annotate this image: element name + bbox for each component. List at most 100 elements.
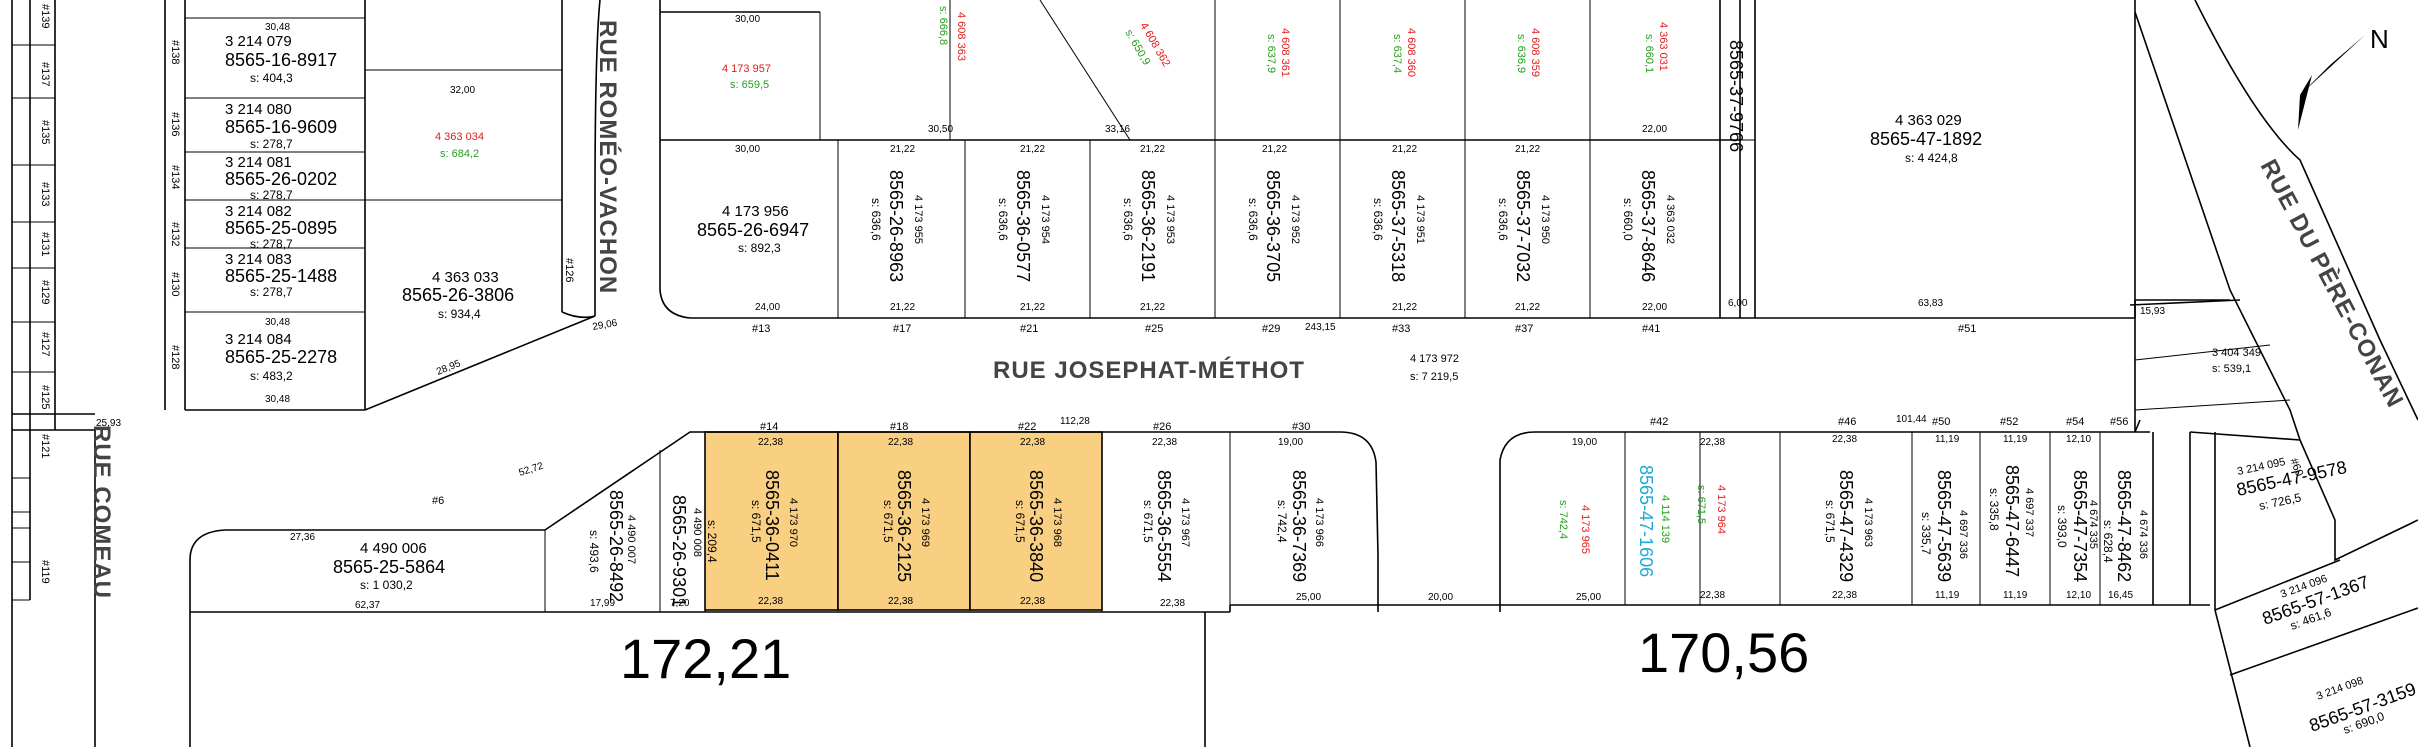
left-lot-3214083[interactable]: 3 214 083 8565-25-1488 s: 278,7 — [225, 251, 337, 299]
svg-text:8565-36-3705: 8565-36-3705 — [1263, 170, 1283, 282]
svg-text:#33: #33 — [1392, 323, 1410, 335]
svg-text:11,19: 11,19 — [1935, 590, 1960, 601]
lot-4173954[interactable]: 4 173 954 8565-36-0577 s: 636,6 #21 — [996, 170, 1051, 335]
svg-text:11,19: 11,19 — [2003, 434, 2028, 445]
left-lot-3214084[interactable]: 3 214 084 8565-25-2278 s: 483,2 — [225, 331, 337, 383]
lot-4173963[interactable]: #46 4 173 963 8565-47-4329 s: 671,5 — [1823, 416, 1874, 582]
lot-4173956[interactable]: 4 173 956 8565-26-6947 s: 892,3 #13 — [697, 203, 809, 335]
lot-3214098[interactable]: 3 214 098 8565-57-3159 s: 690,0 — [2307, 675, 2418, 737]
svg-text:4 490 006: 4 490 006 — [360, 540, 427, 557]
svg-text:s: 660,0: s: 660,0 — [1621, 198, 1635, 241]
svg-text:N: N — [2370, 24, 2389, 54]
street-comeau: RUE COMEAU — [88, 425, 115, 599]
svg-text:#21: #21 — [1020, 323, 1038, 335]
svg-text:4 490 008: 4 490 008 — [691, 508, 703, 557]
lot-4490008[interactable]: 4 490 008 8565-26-9301 s: 209,4 — [669, 495, 719, 607]
dimension-labels: 30,00 30,00 30,50 33,16 21,22 21,22 21,2… — [96, 14, 2165, 611]
lot-4697336[interactable]: #50 4 697 336 8565-47-5639 s: 335,7 — [1919, 416, 1969, 582]
lot-4173951[interactable]: 4 173 951 8565-37-5318 s: 636,6 #33 — [1371, 170, 1426, 335]
svg-text:s: 278,7: s: 278,7 — [250, 237, 293, 251]
svg-text:112,28: 112,28 — [1060, 416, 1090, 427]
svg-text:8565-26-3806: 8565-26-3806 — [402, 285, 514, 305]
svg-text:s: 636,6: s: 636,6 — [1371, 198, 1385, 241]
svg-text:s: 209,4: s: 209,4 — [705, 520, 719, 563]
svg-text:4 173 952: 4 173 952 — [1289, 195, 1301, 244]
lot-4173970[interactable]: #14 4 173 970 8565-36-0411 s: 671,5 — [749, 421, 799, 581]
svg-text:6,00: 6,00 — [1728, 298, 1748, 309]
lot-4173968[interactable]: #22 4 173 968 8565-36-3840 s: 671,5 — [1013, 421, 1063, 582]
lot-4674335[interactable]: #54 4 674 335 8565-47-7354 s: 393,0 — [2055, 416, 2099, 582]
lot-4173969[interactable]: #18 4 173 969 8565-36-2125 s: 671,5 — [881, 421, 931, 582]
svg-text:3 214 082: 3 214 082 — [225, 203, 292, 220]
svg-text:21,22: 21,22 — [1515, 302, 1540, 313]
svg-text:25,93: 25,93 — [96, 418, 121, 429]
lot-cyan-4114139[interactable]: 4 114 139 8565-47-1606 — [1636, 465, 1671, 577]
lot-8565-37-9766[interactable]: 8565-37-9766 — [1726, 40, 1746, 152]
svg-text:8565-25-1488: 8565-25-1488 — [225, 266, 337, 286]
lot-4173952[interactable]: 4 173 952 8565-36-3705 s: 636,6 #29 — [1246, 170, 1301, 335]
lot-3214095[interactable]: 3 214 095 8565-47-9578 s: 726,5 #60 — [2235, 456, 2349, 513]
svg-text:4 490 007: 4 490 007 — [625, 515, 637, 564]
svg-text:#135: #135 — [39, 120, 51, 144]
svg-text:s: 659,5: s: 659,5 — [730, 79, 769, 91]
lot-highlight-0411[interactable] — [704, 431, 839, 611]
svg-text:4 363 034: 4 363 034 — [435, 131, 484, 143]
svg-text:8565-36-3840: 8565-36-3840 — [1026, 470, 1046, 582]
lot-4363032[interactable]: 4 363 032 8565-37-8646 s: 660,0 #41 — [1621, 170, 1676, 335]
lot-3214096[interactable]: 3 214 096 8565-57-1367 s: 461,6 — [2260, 572, 2372, 633]
svg-text:#56: #56 — [2110, 416, 2128, 428]
svg-text:#136: #136 — [169, 112, 181, 136]
svg-text:8565-25-2278: 8565-25-2278 — [225, 347, 337, 367]
lot-highlight-2125[interactable] — [837, 431, 971, 611]
svg-text:#13: #13 — [752, 323, 770, 335]
svg-text:22,00: 22,00 — [1642, 302, 1667, 313]
lot-4173964[interactable]: 4 173 964 s: 671,5 — [1695, 485, 1727, 534]
svg-text:12,10: 12,10 — [2066, 590, 2091, 601]
top-strip-lot-4608359[interactable]: 4 608 359 s: 636,9 — [1515, 28, 1541, 77]
svg-text:22,38: 22,38 — [758, 596, 783, 607]
svg-text:4 697 336: 4 697 336 — [1957, 510, 1969, 559]
top-strip-lot-4608360[interactable]: 4 608 360 s: 637,4 — [1391, 28, 1417, 77]
lot-4674336[interactable]: #56 4 674 336 8565-47-8462 s: 628,4 — [2101, 416, 2149, 582]
top-strip-lot-4608361[interactable]: 4 608 361 s: 637,9 — [1265, 28, 1291, 77]
top-strip-lot-4363031[interactable]: 4 363 031 s: 660,1 — [1643, 22, 1669, 73]
lot-4363029[interactable]: 4 363 029 8565-47-1892 s: 4 424,8 #51 — [1870, 112, 1982, 335]
lot-4173967[interactable]: #26 4 173 967 8565-36-5554 s: 671,5 — [1141, 421, 1191, 582]
svg-text:s: 493,6: s: 493,6 — [587, 530, 601, 573]
left-lot-3214080[interactable]: 3 214 080 8565-16-9609 s: 278,7 — [225, 101, 337, 151]
lot-4173966[interactable]: #30 4 173 966 8565-36-7369 s: 742,4 — [1275, 421, 1325, 582]
svg-text:8565-36-0411: 8565-36-0411 — [762, 470, 782, 581]
svg-text:4 363 033: 4 363 033 — [432, 269, 499, 286]
svg-text:4 173 950: 4 173 950 — [1539, 195, 1551, 244]
lot-4490006[interactable]: 4 490 006 8565-25-5864 s: 1 030,2 — [333, 540, 445, 592]
svg-text:8565-25-5864: 8565-25-5864 — [333, 557, 445, 577]
svg-text:30,00: 30,00 — [735, 14, 760, 25]
svg-text:22,38: 22,38 — [888, 596, 913, 607]
lot-4173965[interactable]: #42 4 173 965 s: 742,4 — [1557, 416, 1668, 554]
svg-text:22,38: 22,38 — [1700, 590, 1725, 601]
top-strip-lot-4608363[interactable]: 4 608 363 s: 666,8 — [937, 6, 967, 61]
lot-4363033[interactable]: 4 363 033 8565-26-3806 s: 934,4 #126 — [402, 258, 575, 321]
svg-text:21,22: 21,22 — [890, 144, 915, 155]
svg-text:4 173 954: 4 173 954 — [1039, 195, 1051, 244]
lot-4173950[interactable]: 4 173 950 8565-37-7032 s: 636,6 #37 — [1496, 170, 1551, 335]
lot-3404349[interactable]: 3 404 349 s: 539,1 — [2212, 347, 2261, 375]
left-lot-3214079[interactable]: 3 214 079 8565-16-8917 s: 404,3 — [225, 33, 337, 85]
lot-4490007[interactable]: #6 4 490 007 8565-26-8492 s: 493,6 — [432, 490, 637, 602]
lot-4363034[interactable]: 32,00 4 363 034 s: 684,2 — [435, 85, 484, 160]
svg-text:30,00: 30,00 — [735, 144, 760, 155]
svg-text:4 363 032: 4 363 032 — [1664, 195, 1676, 244]
svg-text:27,36: 27,36 — [290, 532, 315, 543]
svg-text:s: 278,7: s: 278,7 — [250, 285, 293, 299]
svg-text:s: 1 030,2: s: 1 030,2 — [360, 578, 413, 592]
lot-4697337[interactable]: #52 4 697 337 8565-47-6447 s: 335,8 — [1987, 416, 2035, 577]
left-lot-3214082[interactable]: 3 214 082 8565-25-0895 s: 278,7 — [225, 203, 337, 251]
lot-4173955[interactable]: 4 173 955 8565-26-8963 s: 636,6 #17 — [869, 170, 924, 335]
svg-text:22,38: 22,38 — [888, 437, 913, 448]
top-strip-lot-4173957[interactable]: 4 173 957 s: 659,5 — [722, 63, 771, 91]
svg-text:s: 742,4: s: 742,4 — [1275, 500, 1289, 543]
lot-4173953[interactable]: 4 173 953 8565-36-2191 s: 636,6 #25 — [1121, 170, 1176, 335]
svg-text:#52: #52 — [2000, 416, 2018, 428]
top-strip-lot-4608362[interactable]: 4 608 362 s: 650,9 — [1122, 21, 1172, 69]
left-lot-3214081[interactable]: 3 214 081 8565-26-0202 s: 278,7 — [225, 154, 337, 202]
